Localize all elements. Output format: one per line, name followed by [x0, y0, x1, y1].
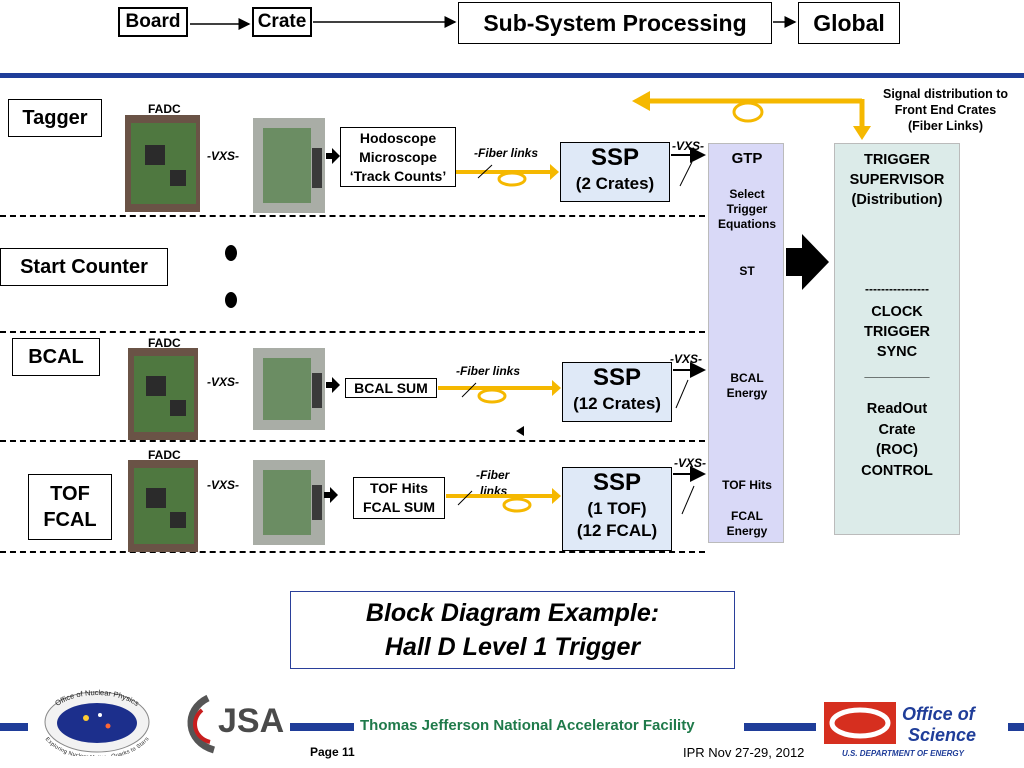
vxs-label-bcal: -VXS- [207, 375, 240, 389]
separator-3 [0, 440, 705, 442]
tof-hits-box: TOF Hits FCAL SUM [353, 477, 445, 519]
vxs-arrow-tof [673, 466, 706, 515]
ssp-tagger-title: SSP [590, 144, 640, 171]
crate-box: Crate [252, 7, 312, 37]
gtp-panel: GTP Select Trigger Equations ST BCAL Ene… [708, 143, 784, 543]
supervisor-dashes: ---------------- [865, 282, 929, 296]
nuclear-physics-logo: Office of Nuclear Physics Exploring Nucl… [38, 688, 156, 761]
ssp-tagger-sub: (2 Crates) [575, 174, 655, 193]
ssp-bcal-title: SSP [592, 364, 642, 391]
board-box: Board [118, 7, 188, 37]
signal-note: Signal distribution to Front End Crates … [883, 87, 1008, 133]
board-label: Board [125, 11, 181, 32]
vxs-arrow-bcal [673, 362, 706, 409]
fiber-tagger [456, 164, 559, 187]
gtp-select: Select Trigger Equations [717, 187, 776, 231]
ssp-bcal: SSP (12 Crates) [562, 362, 672, 422]
fadc-label-tof: FADC [148, 448, 181, 462]
tof-fcal-box: TOF FCAL [28, 474, 112, 540]
crate-label: Crate [257, 11, 307, 32]
office-of-science-logo: Office of Science U.S. DEPARTMENT OF ENE… [822, 700, 1022, 762]
ofs-line1: Office of [902, 704, 977, 724]
start-counter-box: Start Counter [0, 248, 168, 286]
caption-line-1: Block Diagram Example: [365, 599, 660, 627]
fadc-board-tagger [125, 115, 200, 212]
footer-bar-mid-right [744, 723, 816, 731]
global-box: Global [798, 2, 900, 44]
gtp-fcal: FCAL Energy [726, 509, 768, 538]
separator-2 [0, 331, 705, 333]
caption-box: Block Diagram Example: Hall D Level 1 Tr… [290, 591, 735, 669]
jsa-text: JSA [218, 702, 284, 740]
trigger-supervisor-panel: TRIGGER SUPERVISOR (Distribution) ------… [834, 143, 960, 535]
ssp-tof: SSP (1 TOF) (12 FCAL) [562, 467, 672, 551]
vxs-arrow-tagger [671, 147, 706, 187]
nuclear-physics-emblem: Office of Nuclear Physics Exploring Nucl… [44, 688, 151, 761]
gtp-title: GTP [731, 150, 763, 167]
ssp-tof-sub1: (1 TOF) [587, 499, 647, 518]
ssp-tof-title: SSP [592, 469, 642, 496]
supervisor-roc: ReadOut Crate (ROC) CONTROL [861, 401, 933, 479]
fadc-label-bcal: FADC [148, 336, 181, 350]
footer-bar-right [1008, 723, 1024, 731]
crate-module-bcal [253, 348, 325, 430]
fiber-label-tagger: -Fiber links [474, 146, 539, 160]
doe-text: U.S. DEPARTMENT OF ENERGY [842, 749, 965, 758]
signal-distribution-arrow [632, 91, 871, 140]
ofs-line2: Science [908, 725, 976, 745]
bcal-box: BCAL [12, 338, 100, 376]
fiber-label-bcal: -Fiber links [456, 364, 521, 378]
global-label: Global [813, 9, 885, 36]
header-arrows [190, 16, 797, 30]
block-arrow-tagger [326, 148, 340, 164]
fadc-label-tagger: FADC [148, 102, 181, 116]
fiber-bcal [438, 380, 561, 404]
top-blue-bar [0, 73, 1024, 78]
separator-1 [0, 215, 705, 217]
office-of-science-emblem: Office of Science U.S. DEPARTMENT OF ENE… [824, 702, 977, 758]
bcal-sum-box: BCAL SUM [345, 378, 437, 398]
fadc-board-bcal [128, 348, 198, 440]
gtp-st: ST [739, 264, 755, 278]
footer-bar-left [0, 723, 28, 731]
fadc-board-tof [128, 460, 198, 552]
block-arrow-tof [324, 487, 338, 503]
small-arrowhead [516, 426, 524, 436]
fiber-tof [446, 488, 561, 513]
block-arrow-bcal [326, 377, 340, 393]
diagram-connectors [324, 91, 871, 515]
crate-module-tagger [253, 118, 325, 213]
jsa-emblem: JSA [187, 694, 284, 754]
gtp-tof: TOF Hits [722, 478, 772, 492]
subsystem-label: Sub-System Processing [483, 9, 747, 36]
jsa-logo: JSA [178, 690, 290, 756]
crate-module-tof [253, 460, 325, 545]
hodoscope-box: Hodoscope Microscope ‘Track Counts’ [340, 127, 456, 187]
page-number: Page 11 [310, 745, 355, 759]
ssp-tagger: SSP (2 Crates) [560, 142, 670, 202]
tagger-box: Tagger [8, 99, 102, 137]
dot-2 [225, 292, 237, 308]
ssp-bcal-sub: (12 Crates) [573, 394, 661, 413]
facility-name: Thomas Jefferson National Accelerator Fa… [360, 717, 695, 734]
footer-bar-mid-left [290, 723, 354, 731]
supervisor-rule: _________ [864, 364, 930, 379]
supervisor-title: TRIGGER SUPERVISOR (Distribution) [849, 152, 945, 208]
supervisor-clock: CLOCK TRIGGER SYNC [863, 304, 931, 360]
separator-4 [0, 551, 705, 553]
footer-date: IPR Nov 27-29, 2012 [683, 745, 805, 760]
subsystem-box: Sub-System Processing [458, 2, 772, 44]
vxs-label-tof: -VXS- [207, 478, 240, 492]
gtp-bcal: BCAL Energy [726, 371, 768, 400]
vxs-label-tagger: -VXS- [207, 149, 240, 163]
ssp-tof-sub2: (12 FCAL) [576, 521, 658, 540]
gtp-to-supervisor-arrow [786, 234, 829, 290]
dot-1 [225, 245, 237, 261]
caption-line-2: Hall D Level 1 Trigger [384, 633, 641, 661]
